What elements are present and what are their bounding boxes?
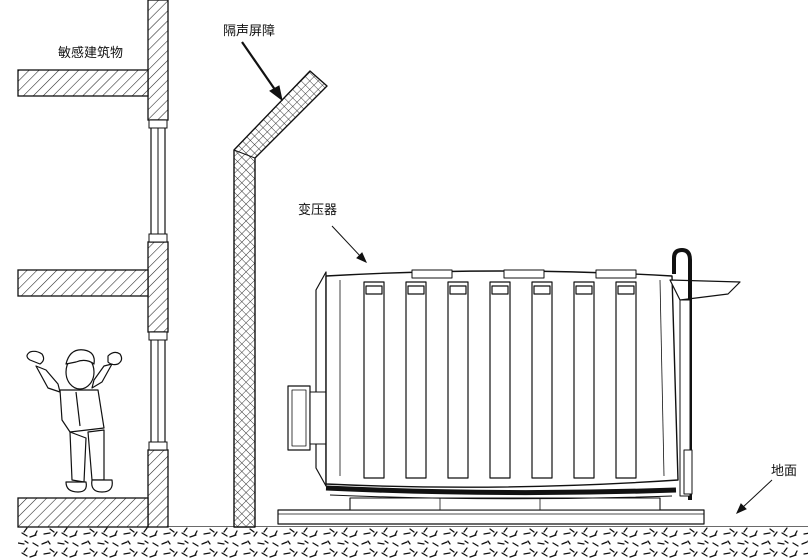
sensitive-building (17, 0, 169, 528)
ground-pointer-arrow (736, 479, 773, 514)
barrier-label: 隔声屏障 (223, 24, 276, 39)
window-lower (148, 331, 168, 451)
noise-barrier (233, 70, 328, 528)
transformer-pointer-arrow (331, 225, 367, 263)
radiator-fins (363, 281, 637, 479)
barrier-pointer-arrow (241, 41, 283, 102)
transformer-label: 变压器 (298, 203, 338, 218)
building-label: 敏感建筑物 (58, 46, 124, 61)
ground (18, 526, 808, 558)
person-figure (26, 349, 123, 493)
window-upper (148, 119, 168, 243)
ground-label: 地面 (771, 464, 798, 479)
transformer (277, 248, 741, 525)
